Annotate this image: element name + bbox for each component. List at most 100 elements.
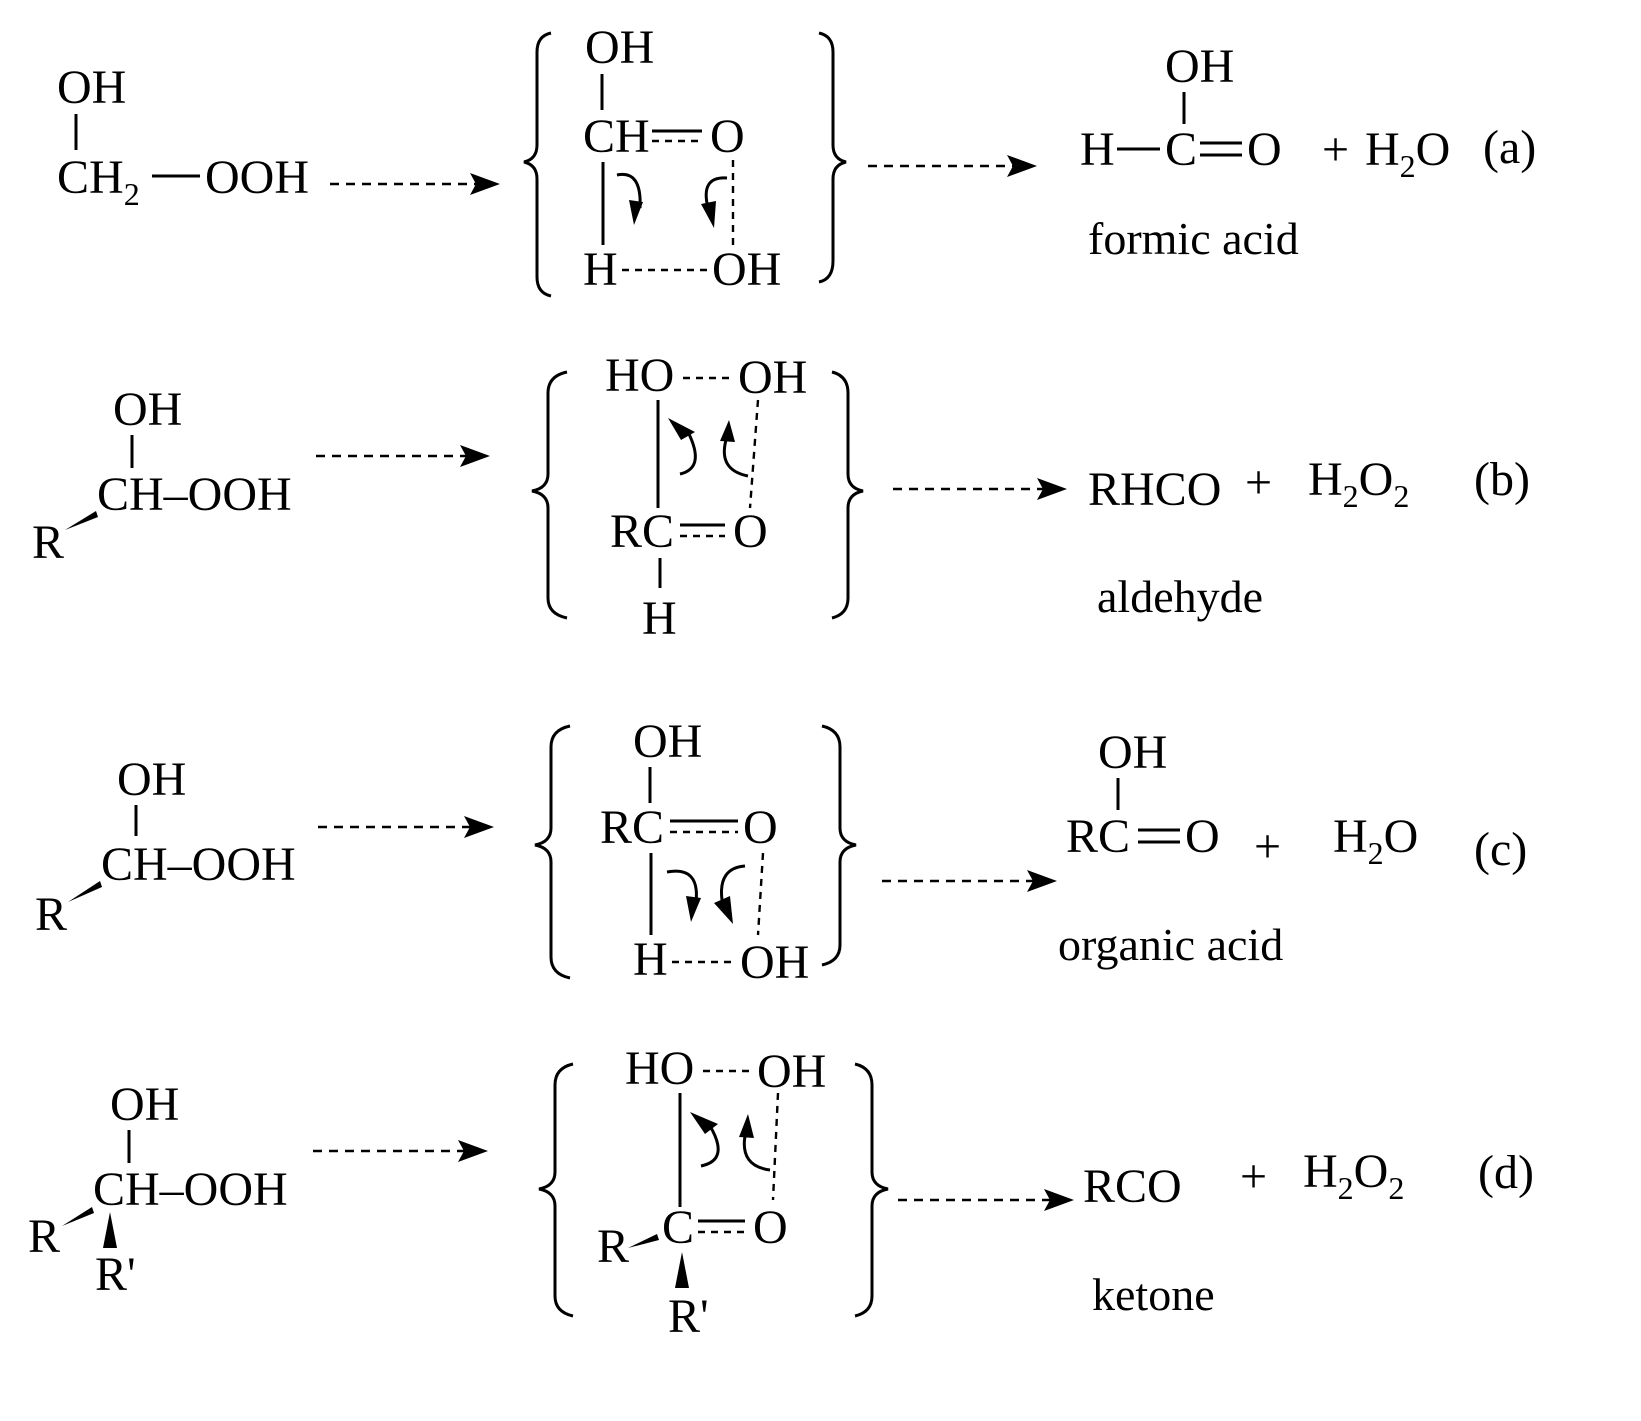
electron-curved-arrow <box>719 864 746 901</box>
product-name-aldehyde: aldehyde <box>1097 571 1263 622</box>
right-brace <box>831 370 864 620</box>
dashed-arrow <box>313 1140 488 1162</box>
reactant-b-oh: OH <box>113 383 182 436</box>
arrow-head <box>739 1114 754 1138</box>
electron-curved-arrow <box>722 439 749 478</box>
int-d-ho: HO <box>625 1042 694 1095</box>
dashed-arrow <box>868 155 1037 177</box>
int-d-r-prime: R' <box>668 1290 709 1343</box>
reactant-d-r-prime: R' <box>95 1248 136 1301</box>
plus-sign: + <box>1240 1150 1267 1203</box>
int-a-h: H <box>583 243 618 296</box>
product-name-formic-acid: formic acid <box>1088 213 1299 264</box>
h-bond <box>756 852 765 936</box>
int-c-top-oh: OH <box>633 715 702 768</box>
hashed-wedge <box>65 511 98 530</box>
int-b-h: H <box>642 592 677 645</box>
left-brace <box>538 1062 574 1318</box>
int-b-ho: HO <box>605 349 674 402</box>
dashed-arrow <box>898 1189 1074 1211</box>
electron-curved-arrow <box>666 869 698 903</box>
int-c-rc: RC <box>600 801 664 854</box>
product-d: RCO + H2O2 ketone <box>1083 1145 1404 1320</box>
int-a-top-oh: OH <box>585 21 654 74</box>
product-b: RHCO + H2O2 aldehyde <box>1088 453 1409 622</box>
reactant-a-ooh: OOH <box>205 151 309 204</box>
solid-wedge <box>675 1252 689 1288</box>
arrow-head <box>690 1112 718 1134</box>
dashed-arrow <box>882 870 1057 892</box>
electron-curved-arrow <box>700 1125 720 1168</box>
int-d-o: O <box>753 1201 788 1254</box>
solid-wedge <box>103 1212 117 1248</box>
intermediate-d: HO OH R C O R' <box>538 1042 889 1343</box>
reaction-a: OH CH2 OOH OH CH O H OH <box>57 21 1536 298</box>
h-bond <box>748 399 760 509</box>
product-name-organic-acid: organic acid <box>1058 919 1283 970</box>
reaction-tag-c: (c) <box>1474 823 1527 876</box>
reactant-c-r: R <box>35 888 67 941</box>
prod-c-rc: RC <box>1066 810 1130 863</box>
reactant-b: OH CH–OOH R <box>32 383 292 569</box>
dashed-arrow <box>316 445 490 467</box>
water: H2O <box>1365 123 1450 184</box>
prod-d-formula: RCO <box>1083 1160 1182 1213</box>
product-a: OH H C O + H2O formic acid <box>1080 40 1450 264</box>
h-bond <box>771 1092 780 1201</box>
hashed-wedge <box>628 1234 659 1248</box>
int-c-h: H <box>633 933 668 986</box>
water: H2O <box>1333 810 1418 871</box>
int-d-r: R <box>597 1220 629 1273</box>
prod-c-oh: OH <box>1098 726 1167 779</box>
hydrogen-peroxide: H2O2 <box>1303 1145 1404 1206</box>
prod-a-o: O <box>1247 123 1282 176</box>
dashed-arrow <box>330 173 500 195</box>
int-c-oh: OH <box>740 936 809 989</box>
int-c-o: O <box>743 801 778 854</box>
int-a-o: O <box>710 110 745 163</box>
int-b-o: O <box>733 505 768 558</box>
intermediate-c: OH RC O H OH <box>534 715 857 989</box>
dashed-arrow <box>318 816 494 838</box>
prod-a-oh: OH <box>1165 40 1234 93</box>
reaction-b: OH CH–OOH R HO OH RC O H <box>32 349 1530 645</box>
reactant-b-ch-ooh: CH–OOH <box>97 468 292 521</box>
arrow-head <box>686 896 701 922</box>
left-brace <box>523 31 552 298</box>
hashed-wedge <box>68 881 102 902</box>
reactant-d-ch-ooh: CH–OOH <box>93 1163 288 1216</box>
prod-b-formula: RHCO <box>1088 463 1221 516</box>
reaction-tag-d: (d) <box>1478 1146 1534 1199</box>
product-name-ketone: ketone <box>1092 1269 1215 1320</box>
reactant-b-r: R <box>32 516 64 569</box>
reaction-d: OH CH–OOH R R' HO OH R C O R <box>28 1042 1534 1343</box>
int-d-oh: OH <box>757 1045 826 1098</box>
plus-sign: + <box>1254 820 1281 873</box>
reaction-c: OH CH–OOH R OH RC O H OH <box>35 715 1527 989</box>
plus-sign: + <box>1322 123 1349 176</box>
int-d-c: C <box>662 1201 694 1254</box>
right-brace <box>854 1062 889 1318</box>
prod-a-h: H <box>1080 123 1115 176</box>
int-b-rc: RC <box>610 505 674 558</box>
prod-c-o: O <box>1185 810 1220 863</box>
reactant-d: OH CH–OOH R R' <box>28 1078 288 1301</box>
reaction-tag-a: (a) <box>1483 121 1536 174</box>
reactant-d-oh: OH <box>110 1078 179 1131</box>
arrow-head <box>668 418 695 440</box>
int-b-oh: OH <box>738 351 807 404</box>
arrow-head <box>701 201 716 228</box>
prod-a-c: C <box>1165 123 1197 176</box>
int-a-oh: OH <box>712 243 781 296</box>
electron-curved-arrow <box>742 1135 771 1172</box>
electron-curved-arrow <box>679 431 697 476</box>
reactant-a-oh: OH <box>57 61 126 114</box>
reactant-c-oh: OH <box>117 753 186 806</box>
arrow-head <box>629 200 643 225</box>
intermediate-a: OH CH O H OH <box>523 21 847 298</box>
intermediate-b: HO OH RC O H <box>531 349 864 645</box>
dashed-arrow <box>893 478 1067 500</box>
reactant-c-ch-ooh: CH–OOH <box>101 838 296 891</box>
right-brace <box>818 31 847 284</box>
